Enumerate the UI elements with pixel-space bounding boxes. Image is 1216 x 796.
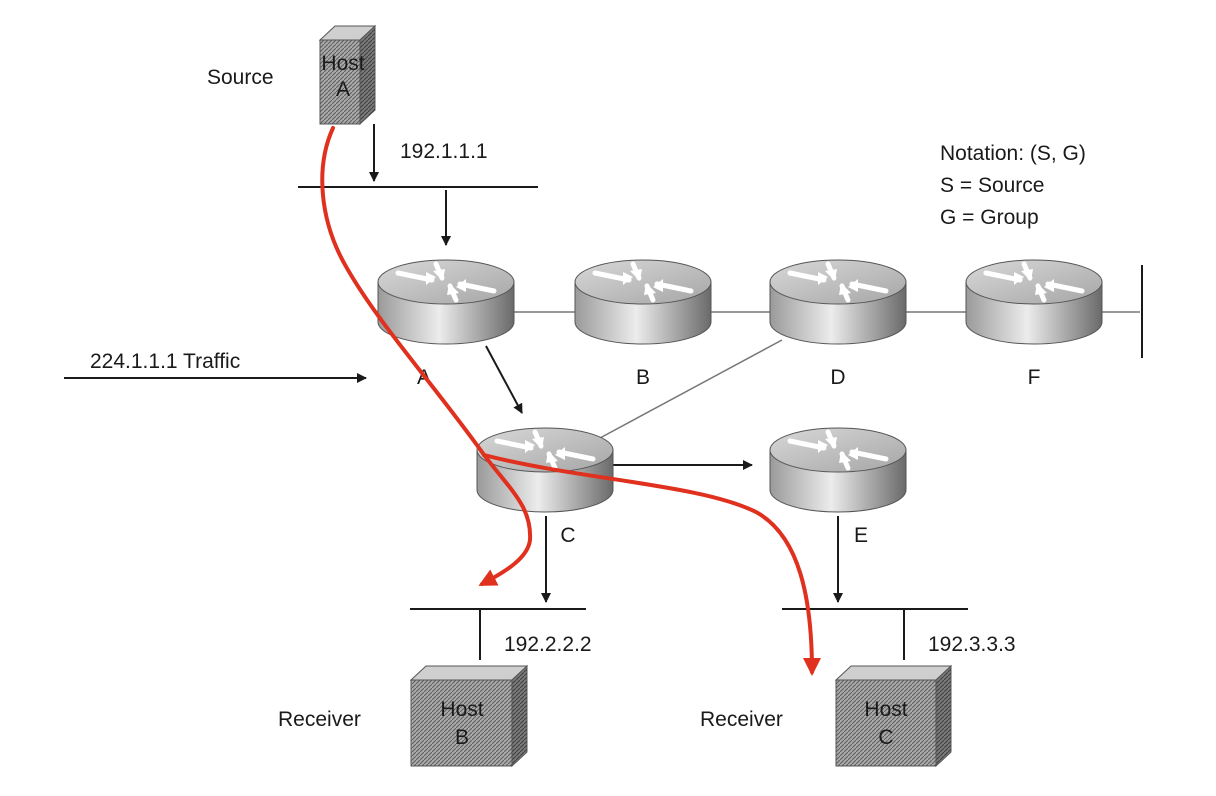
router-b-label: B [636,366,650,389]
notation-source: S = Source [940,174,1044,197]
notation-title: Notation: (S, G) [940,142,1086,165]
host-c-label-line2: C [878,726,893,749]
multicast-path-to-receiver-b [320,126,533,586]
router-e-label: E [854,524,868,547]
host-a-label-line2: A [336,78,350,101]
receiver-b-label: Receiver [278,708,361,731]
traffic-label: 224.1.1.1 Traffic [90,350,240,373]
host-b [409,664,529,768]
source-network-address: 192.1.1.1 [400,140,488,163]
receiver-c-label: Receiver [700,708,783,731]
router-d [770,260,906,344]
router-a-to-c-arrow [485,345,523,414]
router-b [575,260,711,344]
router-d-label: D [830,366,845,389]
host-c [834,664,953,768]
link-c-d [599,339,783,439]
host-a [318,24,377,126]
router-f-label: F [1028,366,1041,389]
router-c-label: C [560,524,575,547]
host-b-label-line2: B [455,726,469,749]
host-c-label-line1: Host [864,698,907,721]
router-e [770,428,906,512]
router-a [378,260,514,344]
router-f [966,260,1102,344]
host-a-label-line1: Host [321,52,364,75]
source-label: Source [207,66,274,89]
notation-group: G = Group [940,206,1039,229]
receiver-c-network-address: 192.3.3.3 [928,633,1016,656]
multicast-path-to-receiver-c [482,453,821,676]
receiver-b-network-address: 192.2.2.2 [504,633,592,656]
host-b-label-line1: Host [440,698,483,721]
